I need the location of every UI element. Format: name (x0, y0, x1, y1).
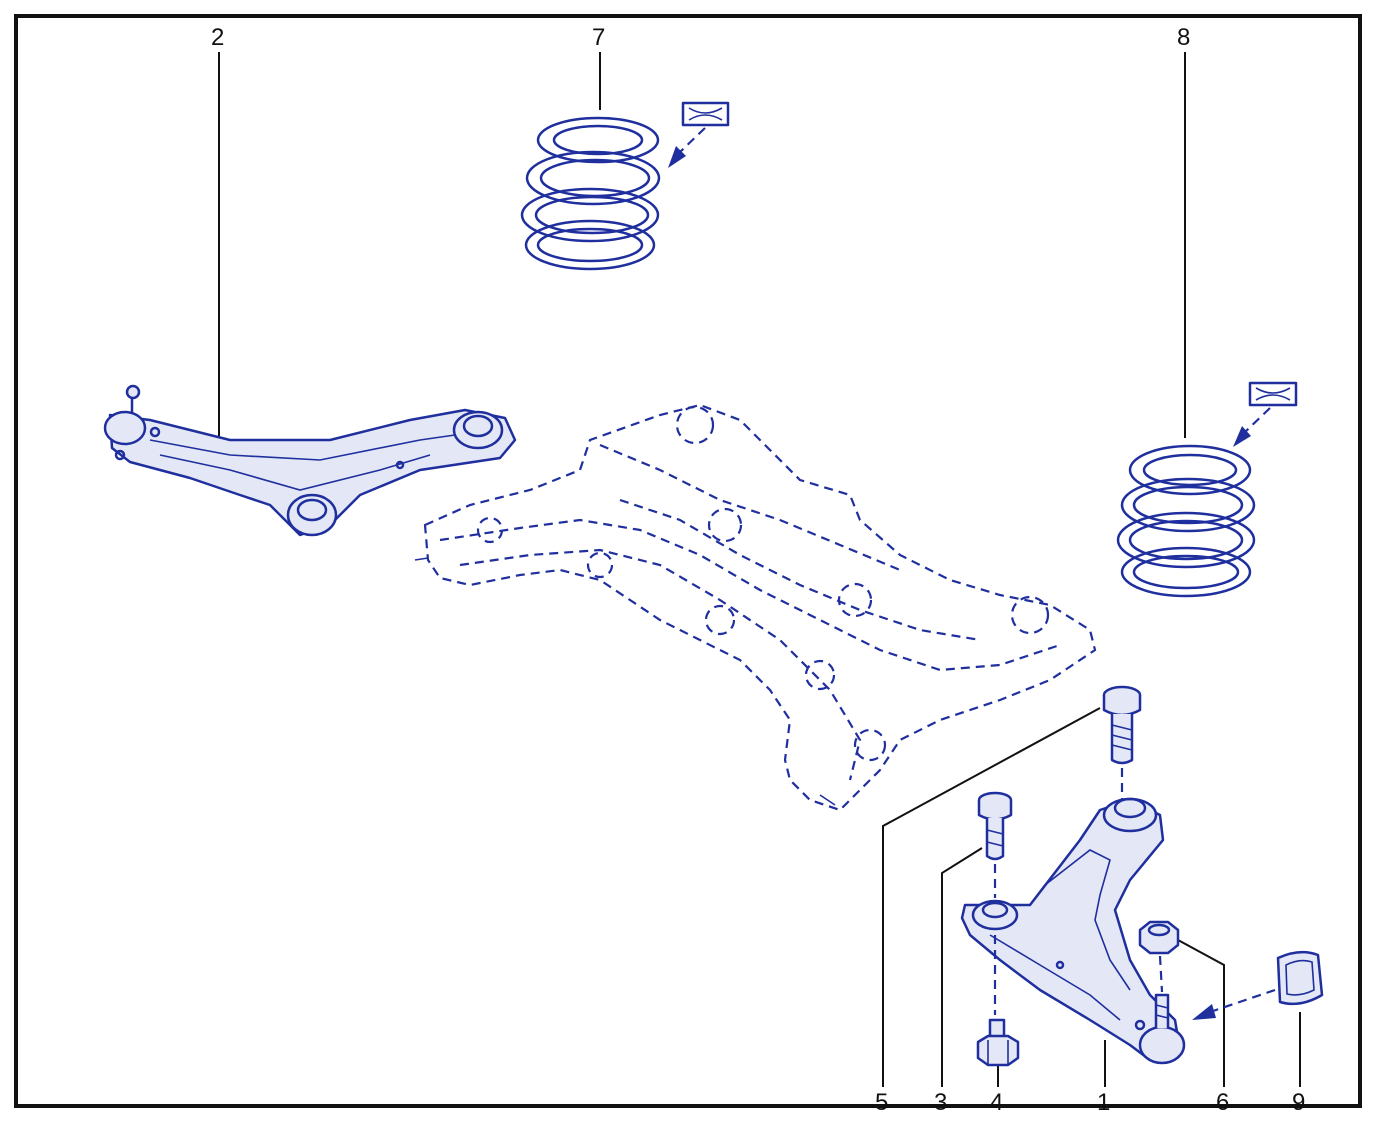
diagram-frame (14, 14, 1362, 1108)
callout-2: 2 (211, 24, 224, 437)
nut-lower (976, 935, 1020, 1067)
grease-arrow-right (1233, 407, 1271, 447)
callout-label-8: 8 (1177, 24, 1190, 51)
ball-joint-cover (1192, 950, 1324, 1020)
grease-symbol-icon (681, 101, 730, 127)
callout-label-6: 6 (1216, 1089, 1229, 1116)
control-arm-left (103, 384, 517, 537)
control-arm-right (960, 797, 1186, 1065)
coil-spring-upper (520, 116, 661, 271)
grease-arrow-upper (668, 127, 706, 168)
nut-ball-joint (1138, 920, 1180, 993)
callout-label-4: 4 (990, 1089, 1003, 1116)
bolt-left (977, 791, 1013, 898)
callout-1: 1 (1097, 1040, 1110, 1116)
callout-label-2: 2 (211, 24, 224, 51)
coil-spring-right (1116, 444, 1256, 598)
callout-label-9: 9 (1292, 1089, 1305, 1116)
callout-7: 7 (592, 24, 605, 110)
grease-symbol-icon (1248, 381, 1298, 407)
callout-label-7: 7 (592, 24, 605, 51)
callout-label-3: 3 (934, 1089, 947, 1116)
callout-label-1: 1 (1097, 1089, 1110, 1116)
callout-label-5: 5 (875, 1089, 888, 1116)
callout-6: 6 (1177, 939, 1229, 1116)
bolt-upper-right (1102, 685, 1142, 800)
callout-3: 3 (934, 847, 983, 1116)
callout-8: 8 (1177, 24, 1190, 438)
callout-4: 4 (990, 1065, 1003, 1116)
subframe-outline (414, 403, 1097, 812)
callout-5: 5 (875, 707, 1101, 1116)
callout-9: 9 (1292, 1012, 1305, 1116)
